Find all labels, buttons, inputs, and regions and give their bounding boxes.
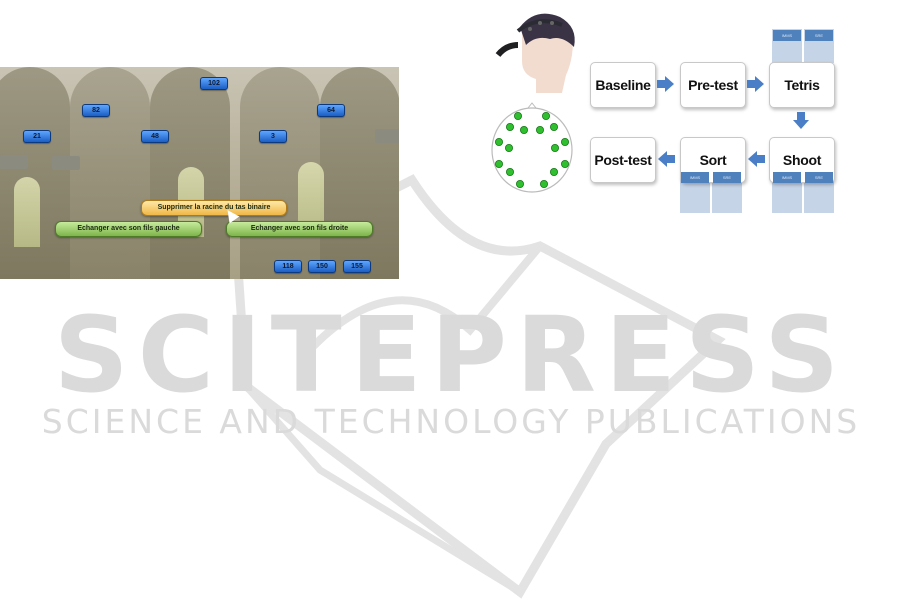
background-arch [320,67,399,279]
swap-left-child-button[interactable]: Echanger avec son fils gauche [55,221,202,237]
experiment-protocol-diagram: Baseline Pre-test IMMS SRE Tetris Post-t… [470,0,902,240]
watermark-subtitle: SCIENCE AND TECHNOLOGY PUBLICATIONS [0,402,902,442]
background-arch [0,67,70,279]
heap-node[interactable]: 102 [200,77,228,90]
flow-arrows [470,0,902,240]
stone-block [0,155,28,169]
stone-block [52,156,80,170]
heap-node[interactable]: 21 [23,130,51,143]
heap-node[interactable]: 118 [274,260,302,273]
watermark-title: SCITEPRESS [0,300,902,410]
arrow-right-icon [657,76,674,92]
background-arch [70,67,150,279]
remove-root-button[interactable]: Supprimer la racine du tas binaire [141,200,287,216]
arch-window [14,177,40,247]
stone-block [375,129,399,143]
arrow-right-icon [747,76,764,92]
arrow-left-icon [748,151,765,167]
heap-node[interactable]: 3 [259,130,287,143]
arrow-down-icon [793,112,809,129]
heap-node[interactable]: 82 [82,104,110,117]
heap-node[interactable]: 155 [343,260,371,273]
arrow-left-icon [658,151,675,167]
heap-game-screenshot: 102 82 64 21 48 3 118 150 155 Supprimer … [0,67,399,279]
heap-node[interactable]: 64 [317,104,345,117]
heap-node[interactable]: 150 [308,260,336,273]
heap-node[interactable]: 48 [141,130,169,143]
swap-right-child-button[interactable]: Echanger avec son fils droite [226,221,373,237]
